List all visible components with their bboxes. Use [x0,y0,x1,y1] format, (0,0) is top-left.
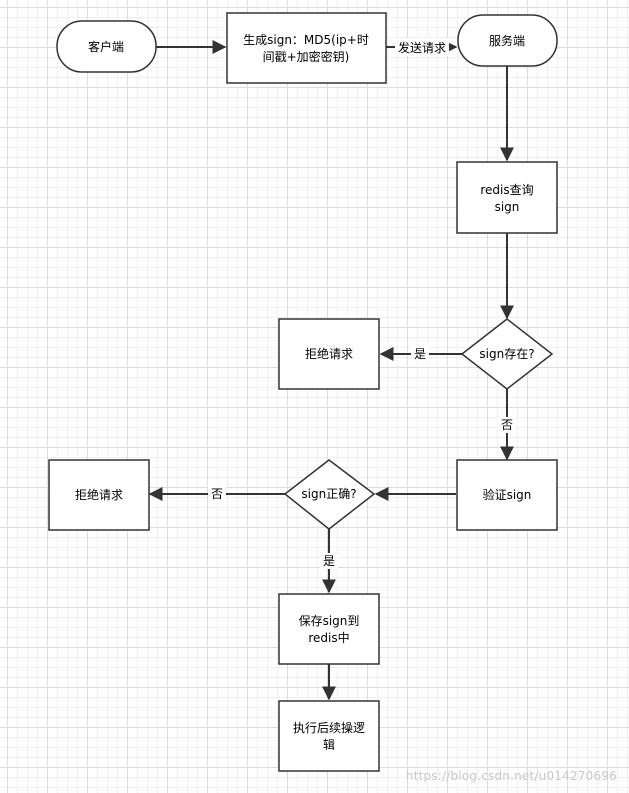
node-sign-correct-label: sign正确? [301,487,356,501]
node-execute: 执行后续操逻 辑 [278,700,380,772]
node-save-sign: 保存sign到 redis中 [278,593,380,665]
process-shape [456,161,558,234]
process-shape [226,12,387,84]
node-save-sign-line2: redis中 [308,630,349,645]
node-reject-1: 拒绝请求 [278,318,380,390]
watermark-text: https://blog.csdn.net/u014270696 [405,769,617,783]
node-gen-sign: 生成sign：MD5(ip+时 间戳+加密密钥) [226,12,387,84]
node-server: 服务端 [457,14,558,67]
edge-label-correct-yes: 是 [323,554,335,568]
node-execute-line1: 执行后续操逻 [293,720,365,735]
node-execute-line2: 辑 [323,738,335,752]
node-save-sign-line1: 保存sign到 [299,614,360,628]
terminal-shape [56,20,157,73]
node-gen-sign-line2: 间戳+加密密钥) [263,49,350,64]
process-shape [278,318,380,390]
node-reject-2: 拒绝请求 [48,459,150,531]
node-sign-exists-label: sign存在? [479,347,534,361]
edge-label-send-request: 发送请求 [398,40,446,55]
node-sign-exists: sign存在? [460,318,554,390]
node-redis-query-line2: sign [495,200,520,214]
node-reject-1-label: 拒绝请求 [305,346,353,361]
node-server-label: 服务端 [489,33,525,48]
node-reject-2-label: 拒绝请求 [75,487,123,502]
node-verify-sign-label: 验证sign [483,487,532,502]
edge-labels: 发送请求 是 否 否 是 [208,38,516,569]
terminal-shape [457,14,558,67]
node-redis-query: redis查询 sign [456,161,558,234]
process-shape [456,459,558,531]
node-client-label: 客户端 [88,39,124,54]
edge-label-exists-no: 否 [501,418,513,432]
node-sign-correct: sign正确? [283,459,376,530]
node-redis-query-line1: redis查询 [480,183,533,197]
process-shape [278,700,380,772]
nodes: 客户端 生成sign：MD5(ip+时 间戳+加密密钥) 服务端 redis查询… [48,12,558,772]
process-shape [278,593,380,665]
edge-label-correct-no: 否 [211,487,223,501]
node-gen-sign-line1: 生成sign：MD5(ip+时 [243,33,369,47]
decision-shape [283,459,376,530]
node-verify-sign: 验证sign [456,459,558,531]
process-shape [48,459,150,531]
edge-label-exists-yes: 是 [414,347,426,361]
node-client: 客户端 [56,20,157,73]
decision-shape [460,318,554,390]
